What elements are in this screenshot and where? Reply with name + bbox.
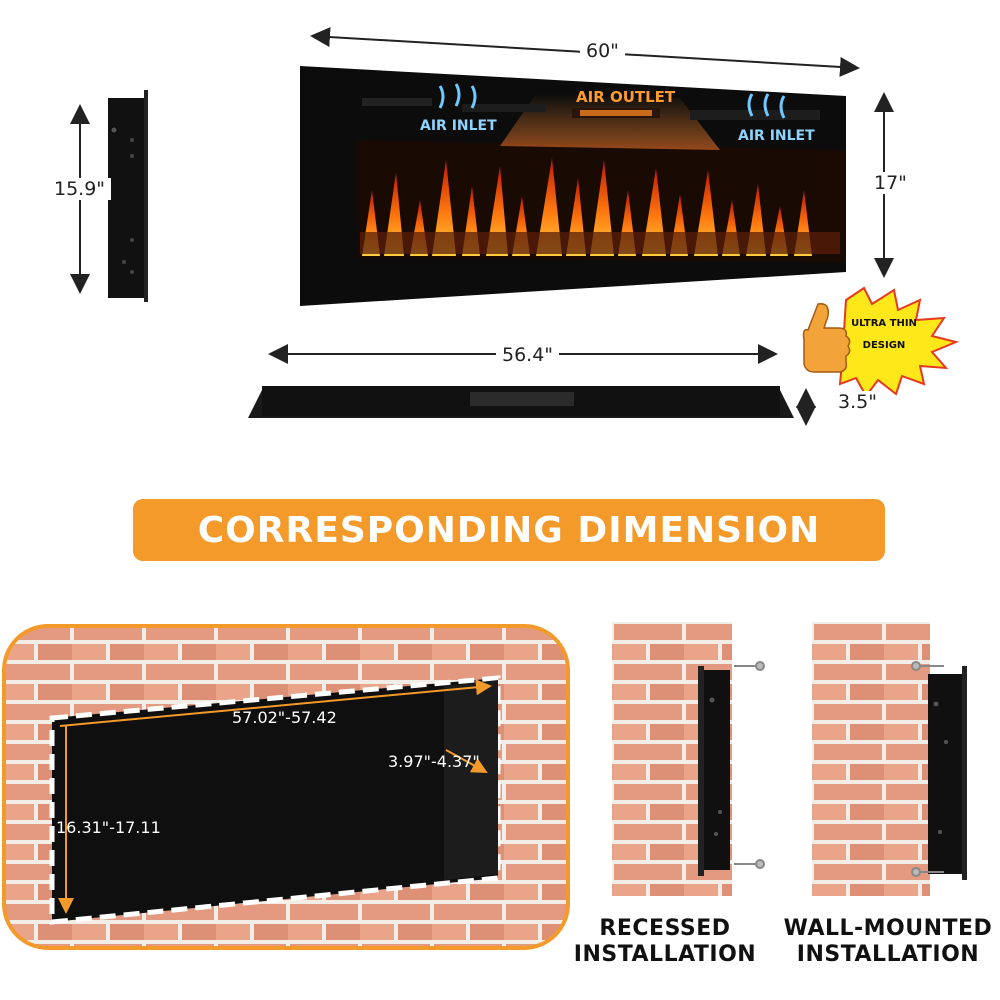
badge-line2: DESIGN <box>863 340 906 351</box>
cutout-width-label: 57.02"-57.42 <box>232 708 337 727</box>
side-profile <box>108 90 148 302</box>
air-inlet-right-label: AIR INLET <box>738 128 815 144</box>
width-top-label: 60" <box>580 40 625 62</box>
air-inlet-left-label: AIR INLET <box>420 118 497 134</box>
recessed-line1: RECESSED <box>599 916 731 941</box>
width-bottom-label: 56.4" <box>496 344 560 366</box>
wall-mounted-installation-illustration <box>812 622 967 896</box>
fireplace-front <box>300 66 846 306</box>
height-side-label: 15.9" <box>48 178 112 200</box>
ultra-thin-badge: ULTRA THIN DESIGN <box>802 286 960 398</box>
cutout-depth-label: 3.97"-4.37" <box>388 752 480 771</box>
height-front-label: 17" <box>868 172 913 194</box>
wall-line1: WALL-MOUNTED <box>783 916 993 941</box>
wall-line2: INSTALLATION <box>796 942 980 967</box>
product-dimension-diagram: ULTRA THIN DESIGN <box>70 27 960 426</box>
cutout-diagram <box>2 624 570 950</box>
recessed-installation-label: RECESSED INSTALLATION <box>560 916 770 968</box>
recessed-line2: INSTALLATION <box>573 942 757 967</box>
air-outlet-label: AIR OUTLET <box>576 88 676 106</box>
badge-line1: ULTRA THIN <box>851 318 917 329</box>
bottom-view <box>248 386 794 418</box>
depth-label: 3.5" <box>832 391 883 413</box>
banner-title: CORRESPONDING DIMENSION <box>197 509 821 551</box>
cutout-height-label: 16.31"-17.11 <box>56 818 161 837</box>
corresponding-dimension-banner: CORRESPONDING DIMENSION <box>133 499 885 561</box>
recessed-installation-illustration <box>612 622 765 896</box>
wall-mounted-installation-label: WALL-MOUNTED INSTALLATION <box>776 916 1000 968</box>
